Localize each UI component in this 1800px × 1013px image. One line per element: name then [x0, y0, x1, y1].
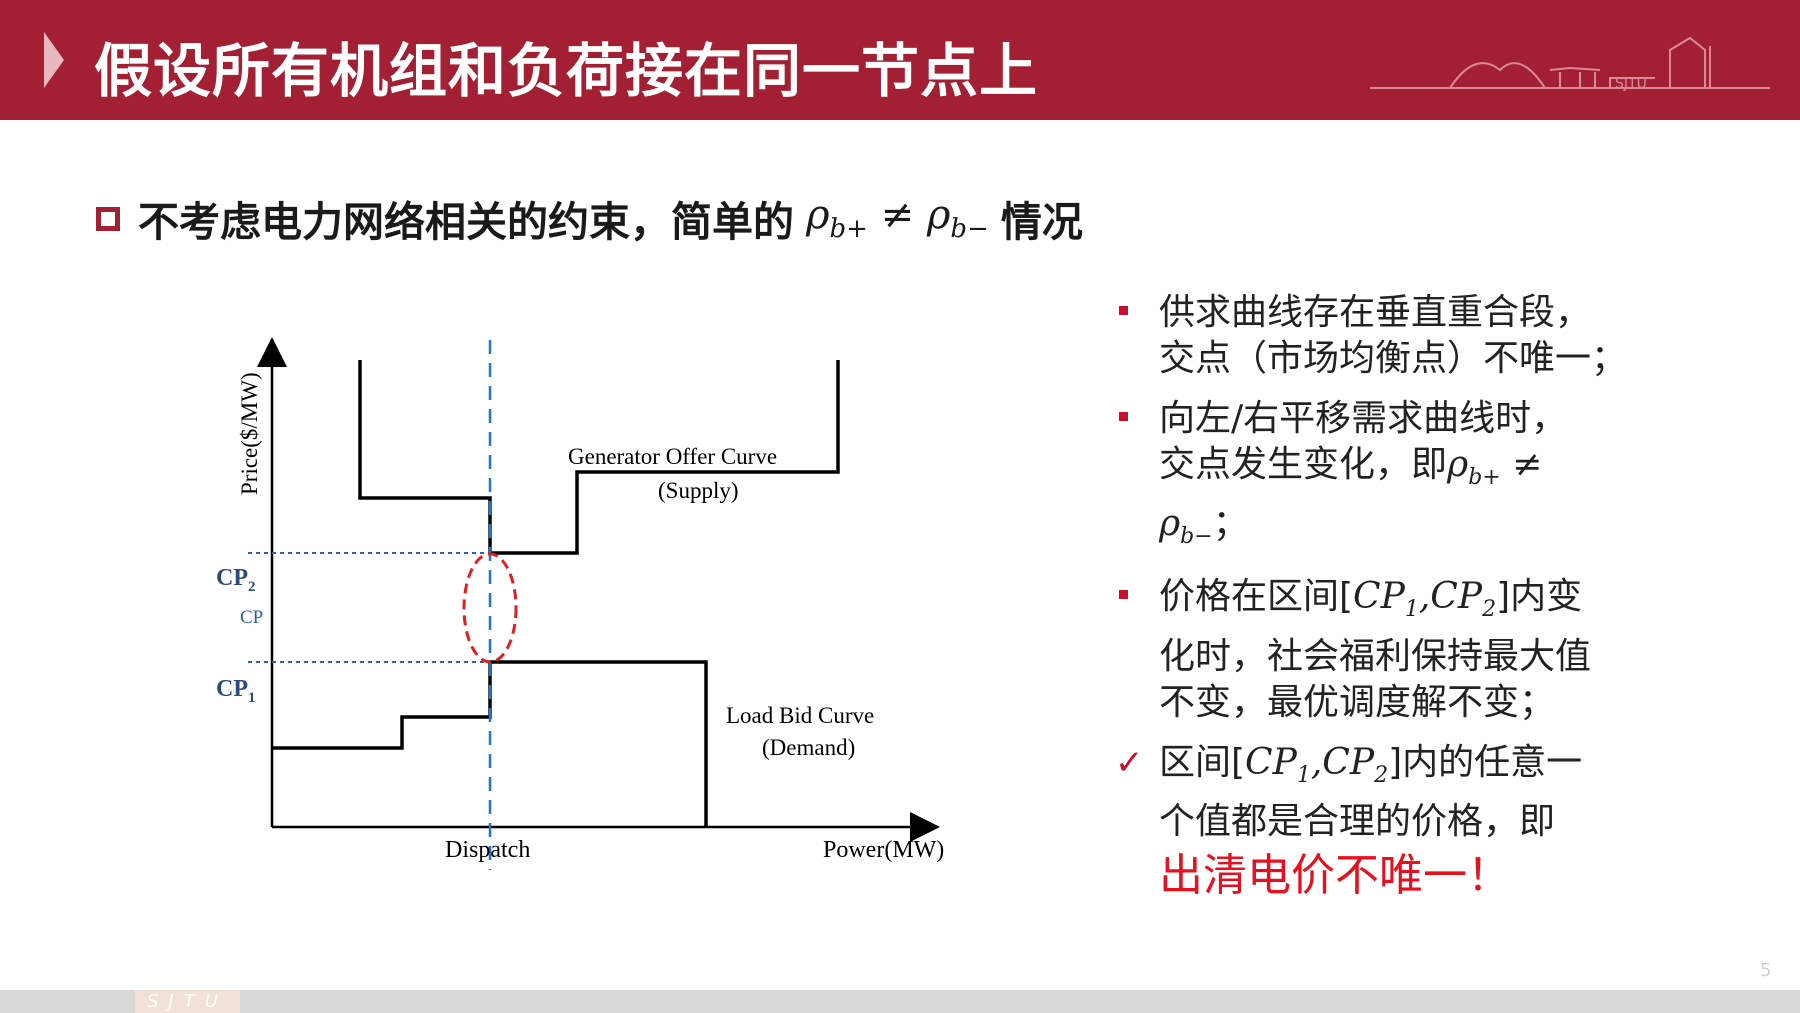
logo-text: SJTU — [1615, 76, 1647, 92]
bullet-item: 向左/右平移需求曲线时， 交点发生变化，即ρb+ ≠ ρb−； — [1115, 396, 1675, 560]
bullet-item: 价格在区间[CP1,CP2]内变 化时，社会福利保持最大值 不变，最优调度解不变… — [1115, 574, 1675, 725]
heading-text: 不考虑电力网络相关的约束，简单的 — [138, 198, 794, 246]
heading-math: ρb+ ≠ ρb− — [806, 192, 989, 244]
page-title: 假设所有机组和负荷接在同一节点上 — [94, 37, 1039, 105]
bullet-item: ✓ 区间[CP1,CP2]内的任意一 个值都是合理的价格，即 出清电价不唯一！ — [1115, 740, 1675, 899]
cp-label: CP — [240, 607, 263, 628]
cp1-label: CP1 — [216, 676, 256, 706]
bullet-item: 供求曲线存在垂直重合段， 交点（市场均衡点）不唯一； — [1115, 290, 1675, 382]
page-number: 5 — [1760, 960, 1772, 981]
heading-suffix: 情况 — [1000, 198, 1083, 246]
x-axis-label: Power(MW) — [823, 837, 944, 863]
demand-label-line2: (Demand) — [762, 735, 855, 760]
bullet-list: 供求曲线存在垂直重合段， 交点（市场均衡点）不唯一； 向左/右平移需求曲线时， … — [1115, 290, 1675, 913]
check-mark-icon: ✓ — [1115, 742, 1144, 783]
checkbox-square-icon — [96, 207, 120, 231]
header-arrow-icon — [44, 32, 64, 88]
overlap-ellipse — [462, 552, 518, 664]
footer-bar: SJTU — [0, 990, 1800, 1013]
supply-demand-diagram: Price($/MW) Power(MW) Dispatch CP2 CP CP… — [216, 337, 944, 870]
supply-label-line2: (Supply) — [658, 478, 739, 503]
header-bar: 假设所有机组和负荷接在同一节点上 SJTU — [0, 0, 1800, 120]
section-heading: 不考虑电力网络相关的约束，简单的 ρb+ ≠ ρb− 情况 — [96, 188, 1083, 248]
sjtu-logo-icon: SJTU — [1370, 36, 1770, 92]
conclusion-highlight: 出清电价不唯一！ — [1159, 849, 1511, 901]
square-bullet-icon — [1119, 412, 1128, 421]
square-bullet-icon — [1119, 306, 1128, 315]
supply-curve — [358, 360, 840, 555]
square-bullet-icon — [1119, 590, 1128, 600]
y-axis-label: Price($/MW) — [237, 372, 262, 495]
dispatch-label: Dispatch — [445, 837, 530, 863]
cp2-label: CP2 — [216, 565, 256, 595]
demand-label-line1: Load Bid Curve — [726, 703, 874, 728]
supply-label-line1: Generator Offer Curve — [568, 444, 777, 469]
footer-tag: SJTU — [135, 990, 240, 1013]
